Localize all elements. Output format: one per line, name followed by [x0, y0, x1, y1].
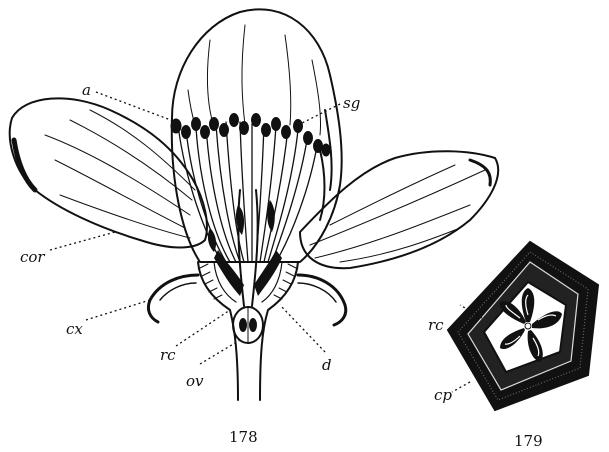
label-sg: sg [343, 94, 360, 112]
label-ov: ov [186, 372, 204, 390]
label-cp: cp [434, 386, 452, 404]
label-d: d [322, 356, 332, 374]
figure-178-flower: a sg cor cx rc ov d 178 [10, 9, 498, 446]
ovary [233, 307, 263, 343]
label-rc: rc [160, 346, 176, 364]
label-cor: cor [20, 248, 45, 266]
label-rc-179: rc [428, 316, 444, 334]
anthers [171, 114, 330, 157]
right-petal [300, 151, 498, 268]
figure-179-cross-section: rc cp 179 [428, 242, 598, 450]
label-a: a [82, 81, 91, 99]
figure-number-179: 179 [514, 432, 543, 450]
calyx [148, 275, 345, 325]
label-cx: cx [66, 320, 83, 338]
figure-number-178: 178 [229, 428, 258, 446]
